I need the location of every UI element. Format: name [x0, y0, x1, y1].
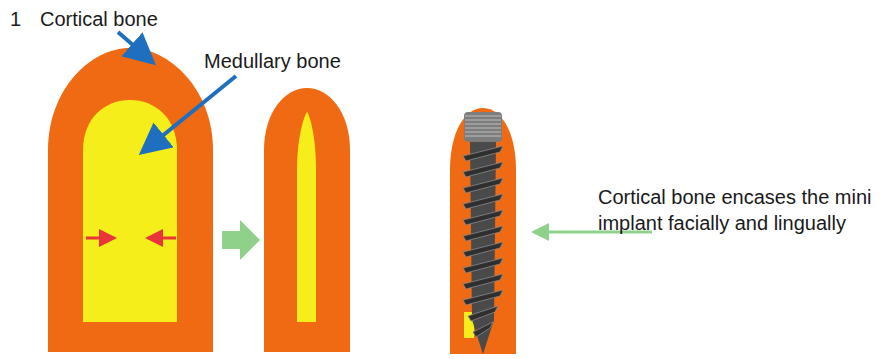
medullary-bone	[297, 112, 316, 322]
head-groove	[465, 119, 501, 121]
screw-thread	[463, 274, 503, 289]
head-groove	[465, 131, 501, 133]
screw-thread	[463, 226, 503, 241]
callout-note: Cortical bone encases the mini implant f…	[598, 184, 883, 236]
leader-arrow	[145, 76, 236, 150]
screw-thread	[463, 194, 503, 209]
cortical-bone	[264, 88, 350, 352]
head-groove	[465, 115, 501, 117]
screw-thread	[463, 258, 503, 273]
head-groove	[465, 127, 501, 129]
part-label: Cortical bone	[40, 6, 158, 32]
screw-thread	[463, 162, 503, 177]
screw-thread	[463, 178, 503, 193]
head-groove	[465, 135, 501, 137]
screw-thread	[463, 290, 503, 305]
screw-thread	[463, 242, 503, 257]
screw-thread	[463, 146, 503, 161]
part-label: Medullary bone	[204, 48, 341, 74]
transition-arrow	[222, 220, 260, 260]
cortical-bone	[450, 108, 516, 354]
mini-implant	[463, 112, 503, 354]
compression-arrow	[86, 237, 114, 240]
figure-number: 1	[10, 6, 21, 32]
head-groove	[465, 123, 501, 125]
screw-thread	[468, 306, 498, 321]
compression-arrow	[148, 237, 176, 240]
screw-thread	[473, 322, 493, 337]
cortical-bone	[48, 48, 213, 352]
leader-arrow	[118, 32, 150, 60]
screw-thread	[463, 210, 503, 225]
